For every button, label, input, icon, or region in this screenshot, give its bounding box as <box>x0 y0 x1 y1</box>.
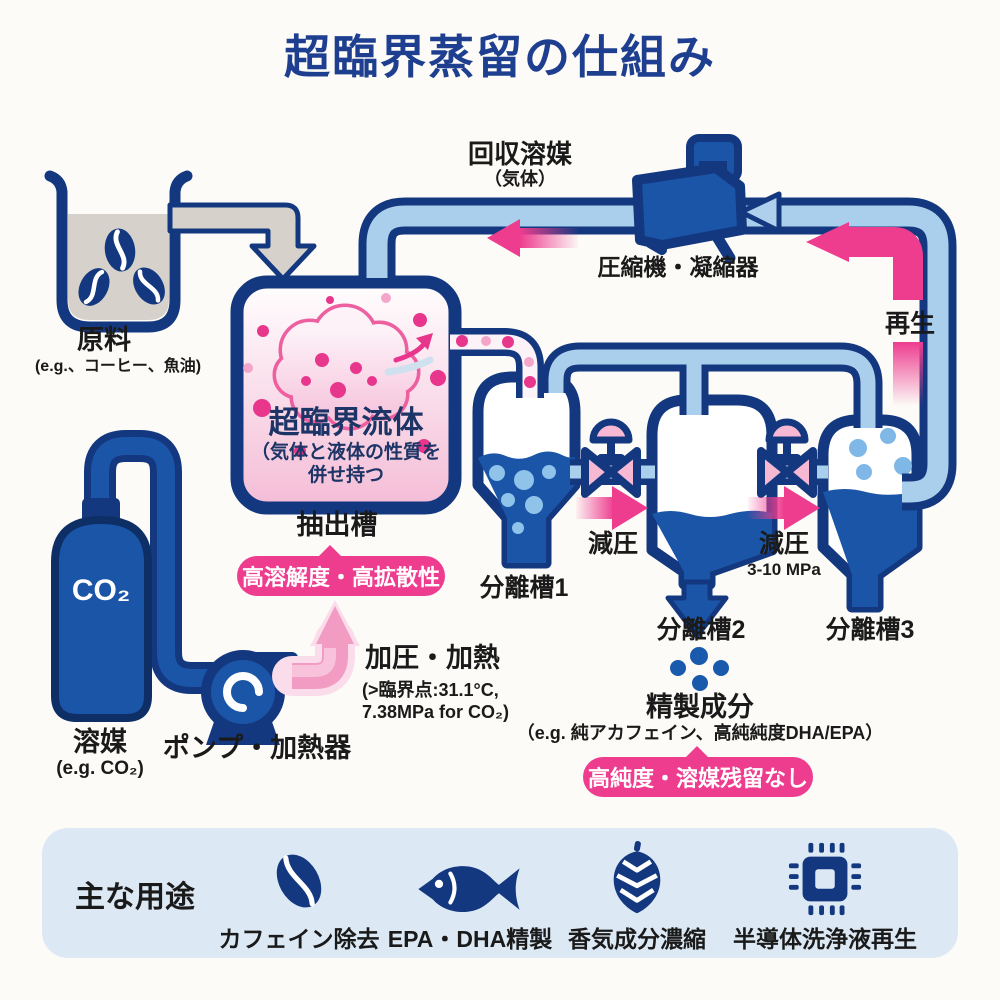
separator-3 <box>817 414 923 613</box>
co2-tank-label: CO₂ <box>71 574 131 607</box>
bubbles <box>489 465 556 534</box>
separator3-label: 分離槽3 <box>825 616 915 644</box>
application-epa-dha: EPA・DHA精製 <box>375 836 565 954</box>
solvent-label: 溶媒 <box>73 727 127 757</box>
separator2-label: 分離槽2 <box>656 616 746 644</box>
recovered-solvent-sub: （気体） <box>484 169 556 189</box>
supercritical-cloud-icon <box>272 303 421 431</box>
pump-label: ポンプ・加熱器 <box>162 733 352 763</box>
badge-tail <box>317 545 343 558</box>
decompress-arrow-2 <box>748 486 820 530</box>
supercritical-fluid-label: 超臨界流体 <box>268 405 424 440</box>
application-aroma: 香気成分濃縮 <box>542 836 732 954</box>
recovered-arrow <box>487 219 578 257</box>
product-label: 精製成分 <box>646 692 754 722</box>
pressurize-label: 加圧・加熱 <box>365 643 500 673</box>
feed-beaker <box>44 170 193 333</box>
applications-bar: 主な用途 カフェイン除去 EPA・DHA精製 <box>42 828 958 958</box>
supercritical-fluid-note1: （気体と液体の性質を <box>250 442 442 463</box>
separator-1 <box>472 371 581 569</box>
regen-arrow <box>806 222 923 406</box>
badge-tail <box>684 746 710 759</box>
feedstock-label: 原料 <box>77 325 131 355</box>
recovered-solvent-label: 回収溶媒 <box>467 139 573 169</box>
extract-pipe <box>450 328 544 398</box>
recycle-pipe <box>358 197 957 511</box>
solvent-pipe <box>84 430 222 694</box>
bubbles <box>849 428 912 480</box>
feedstock-examples: (e.g.、コーヒー、魚油) <box>34 358 202 375</box>
pressurize-arrow <box>272 600 360 696</box>
co2-cylinder <box>51 498 152 722</box>
extractor-label: 抽出槽 <box>296 510 378 540</box>
application-caffeine: カフェイン除去 <box>204 836 394 954</box>
product-dots <box>670 647 729 691</box>
fish-icon <box>375 836 565 918</box>
page-title: 超臨界蒸留の仕組み <box>284 31 716 83</box>
separator1-label: 分離槽1 <box>479 574 569 602</box>
applications-title: 主な用途 <box>75 881 195 914</box>
product-badge: 高純度・溶媒残留なし <box>583 746 813 797</box>
solute-dots <box>243 293 446 457</box>
inflow-arrow-icon <box>738 191 782 234</box>
coffee-bean-icon <box>204 836 394 918</box>
compressor-label: 圧縮機・凝縮器 <box>597 254 759 280</box>
product-examples: （e.g. 純アカフェイン、高純純度DHA/EPA） <box>516 723 884 743</box>
critical-point-note2: 7.38MPa for CO₂) <box>362 702 510 722</box>
application-semiconductor: 半導体洗浄液再生 <box>730 836 920 954</box>
decompress2-label: 減圧 <box>758 530 810 558</box>
decompress1-label: 減圧 <box>587 530 639 558</box>
feed-arrow <box>167 202 317 282</box>
decompress2-note: 3-10 MPa <box>747 560 821 579</box>
regen-label: 再生 <box>884 310 936 338</box>
extractor-badge: 高溶解度・高拡散性 <box>237 545 445 596</box>
extract-flow-arrows <box>384 333 434 376</box>
gas-header-pipe <box>541 342 883 428</box>
product-arrow <box>665 579 729 639</box>
solvent-examples: (e.g. CO₂) <box>56 758 144 779</box>
chip-icon <box>730 836 920 918</box>
decompress-arrow-1 <box>576 486 648 530</box>
critical-point-note1: (>臨界点:31.1°C, <box>362 680 499 700</box>
hop-icon <box>542 836 732 918</box>
compressor-icon <box>632 134 782 264</box>
extraction-vessel <box>230 275 462 515</box>
supercritical-fluid-note2: 併せ持つ <box>307 465 385 486</box>
separator-2 <box>646 394 778 590</box>
